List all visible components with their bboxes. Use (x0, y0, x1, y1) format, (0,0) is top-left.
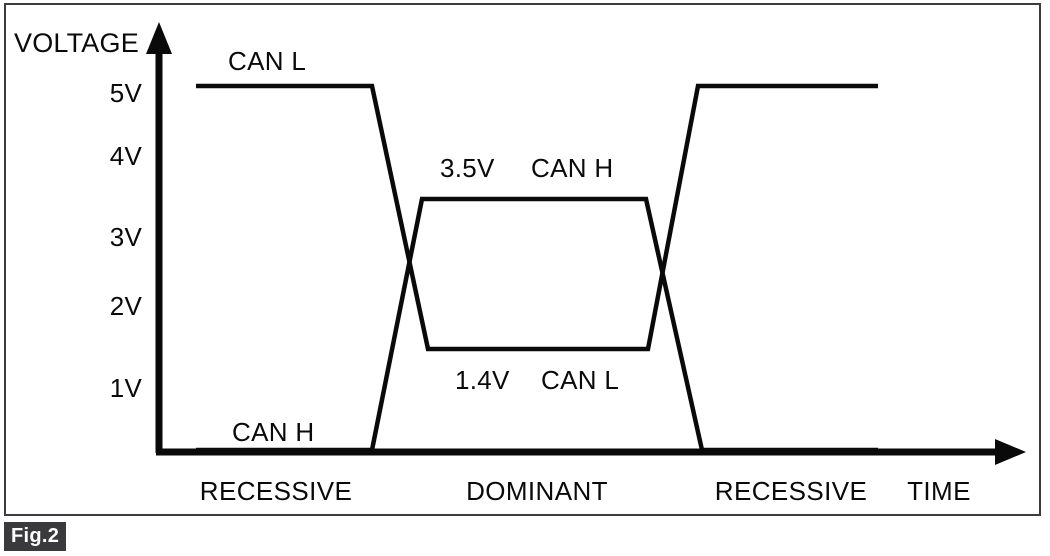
figure-panel (4, 3, 1041, 516)
x-region-dominant: DOMINANT (466, 476, 608, 506)
figure-badge: Fig.2 (4, 522, 67, 551)
x-region-recessive-2: RECESSIVE (714, 476, 868, 506)
can-h-dominant-label: CAN H (531, 153, 614, 183)
x-region-recessive-1: RECESSIVE (199, 476, 353, 506)
y-tick-2v: 2V (109, 291, 142, 321)
x-axis-title: TIME (907, 476, 971, 506)
y-tick-5v: 5V (109, 78, 142, 108)
can-l-dominant-label: CAN L (541, 365, 620, 395)
y-tick-1v: 1V (109, 373, 142, 403)
can-l-dominant-value: 1.4V (455, 365, 510, 395)
y-tick-3v: 3V (109, 222, 142, 252)
can-l-recessive-label: CAN L (228, 46, 307, 76)
y-tick-4v: 4V (109, 141, 142, 171)
can-h-dominant-value: 3.5V (440, 153, 495, 183)
can-h-recessive-label: CAN H (232, 417, 315, 447)
y-axis-title: VOLTAGE (14, 28, 139, 58)
